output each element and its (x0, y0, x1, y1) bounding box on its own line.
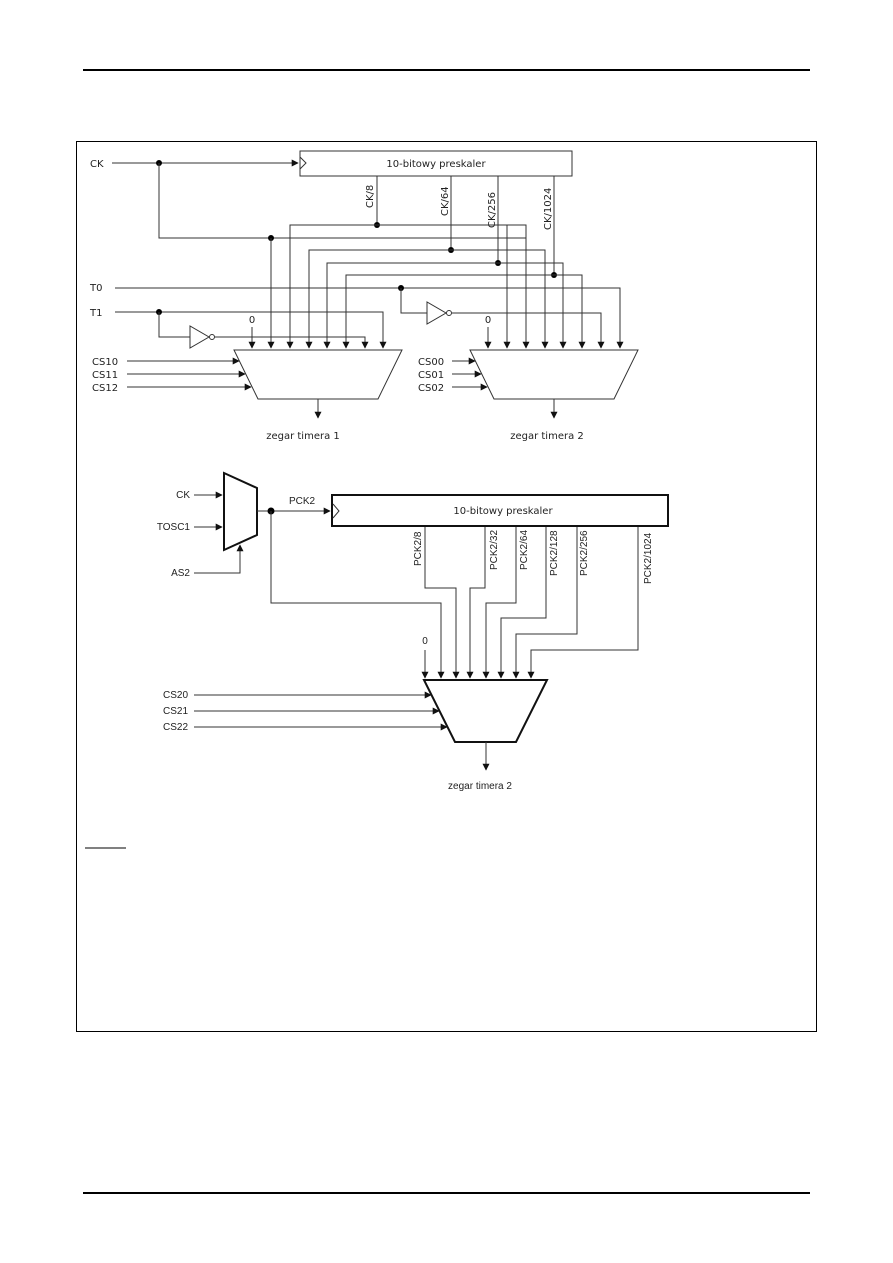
figure-frame (76, 141, 817, 1032)
ck-label: CK (90, 159, 104, 170)
ck256-to-mux1 (323, 262, 498, 349)
bottom-diagram: CK TOSC1 AS2 PCK2 10-bitowy preskaler PC… (157, 471, 669, 792)
t0-wire (115, 287, 624, 349)
tap-pck2-1024-wire (527, 527, 639, 679)
clock-input-glyph (332, 503, 340, 519)
mux2-output-label: zegar timera 2 (448, 781, 512, 792)
tap-pck2-32-wire (466, 527, 486, 679)
src-select-as2-wire (194, 544, 244, 574)
t0-inv-wire (400, 288, 427, 314)
ck64-to-mux0 (451, 249, 549, 349)
ck64-to-mux1 (305, 249, 451, 349)
prescaler-label-top: 10-bitowy preskaler (386, 159, 486, 170)
mux2-zero-label: 0 (422, 636, 428, 647)
t0-inverter-bubble (446, 310, 452, 316)
ck8-to-mux0 (377, 224, 527, 238)
mux2-select-0: CS20 (163, 690, 188, 701)
t1-wire (115, 311, 387, 349)
src-select-as2-label: AS2 (171, 568, 190, 579)
tap-pck2-128-label: PCK2/128 (549, 530, 560, 576)
mux2-body (422, 679, 549, 743)
footer-rule (83, 1192, 810, 1194)
src-input-ck-label: CK (176, 490, 190, 501)
t0-inv-to-mux0 (452, 312, 605, 349)
t1-label: T1 (89, 308, 102, 319)
mux0-select-1: CS01 (418, 370, 444, 381)
tap-pck2-256-label: PCK2/256 (579, 530, 590, 576)
tap-pck2-8-label: PCK2/8 (413, 531, 424, 566)
tap-ck64-label: CK/64 (440, 186, 451, 216)
t0-label: T0 (89, 283, 102, 294)
ck-direct-wire (158, 163, 530, 349)
prescaler-label-bottom: 10-bitowy preskaler (453, 506, 553, 517)
mux2-select-1: CS21 (163, 706, 188, 717)
tap-pck2-32-label: PCK2/32 (489, 530, 500, 570)
pck2-direct-wire (270, 511, 445, 679)
t0-inverter-icon (426, 301, 447, 325)
mux0-body (469, 349, 639, 400)
tap-ck256-label: CK/256 (487, 192, 498, 228)
mux1-output-label: zegar timera 1 (266, 431, 340, 442)
ck1024-to-mux0 (554, 274, 586, 349)
header-rule (83, 69, 810, 71)
t1-inv-wire (158, 312, 190, 338)
tap-pck2-1024-label: PCK2/1024 (643, 532, 654, 584)
tap-ck8-label: CK/8 (365, 185, 376, 208)
mux1-body (233, 349, 403, 400)
tap-pck2-8-wire (424, 527, 460, 679)
mux2-select-2: CS22 (163, 722, 188, 733)
tap-pck2-256-wire (512, 527, 578, 679)
ck256-to-mux0 (498, 262, 567, 349)
mux0-select-2: CS02 (418, 383, 444, 394)
ck8-to-mux1 (286, 224, 377, 349)
prescaler-box-top (299, 150, 573, 177)
ck1024-to-mux1 (342, 274, 554, 349)
mux1-select-1: CS11 (92, 370, 118, 381)
t1-inverter-bubble (209, 334, 215, 340)
t1-inv-to-mux1 (215, 336, 369, 349)
tap-ck1024-label: CK/1024 (543, 188, 554, 230)
src-input-tosc1-label: TOSC1 (157, 522, 191, 533)
mux0-output-label: zegar timera 2 (510, 431, 584, 442)
t1-inverter-icon (189, 325, 210, 349)
prescaler-box-bottom (331, 494, 669, 527)
source-mux-body (223, 471, 258, 552)
mux1-select-2: CS12 (92, 383, 118, 394)
mux0-select-0: CS00 (418, 357, 444, 368)
top-diagram: 10-bitowy preskaler CK CK/8 CK/64 CK/256… (89, 150, 639, 442)
tap-pck2-128-wire (497, 527, 547, 679)
mux1-zero-label: 0 (249, 315, 255, 326)
tap-pck2-64-label: PCK2/64 (519, 530, 530, 570)
pck2-label: PCK2 (289, 496, 316, 507)
mux0-zero-label: 0 (485, 315, 491, 326)
clock-input-glyph (299, 156, 307, 170)
mux1-select-0: CS10 (92, 357, 118, 368)
tap-pck2-64-wire (482, 527, 517, 679)
